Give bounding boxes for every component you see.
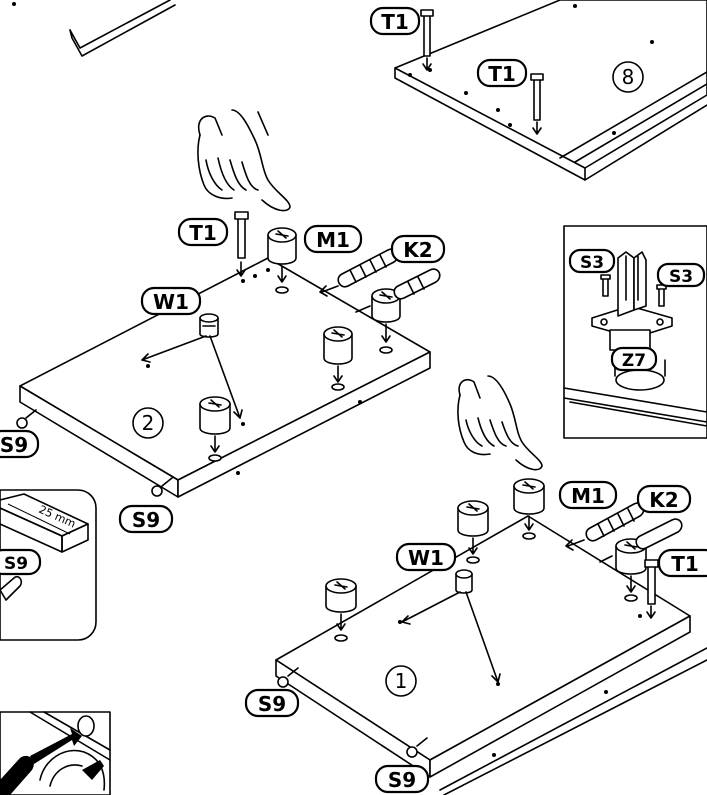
label-text: S9 xyxy=(4,554,28,574)
label-text: T1 xyxy=(671,552,699,576)
cam-lock-m1-icon xyxy=(325,578,357,642)
label-s9-step1-left: S9 xyxy=(244,688,300,718)
label-t1-step8: T1 xyxy=(369,6,421,36)
label-m1-step2: M1 xyxy=(303,224,363,254)
step-8-panel xyxy=(394,0,707,181)
label-w1-step2: W1 xyxy=(140,286,202,316)
label-text: T1 xyxy=(488,62,516,86)
cam-lock-m1-icon xyxy=(615,538,647,602)
label-text: T1 xyxy=(381,10,409,34)
label-t1-step2: T1 xyxy=(177,217,229,247)
connector-w1-icon xyxy=(401,569,501,683)
cam-lock-m1-icon xyxy=(267,227,297,294)
top-left-panel-corner xyxy=(12,0,176,57)
label-text: T1 xyxy=(189,221,217,245)
label-t1-step8: T1 xyxy=(476,58,528,88)
screw-t1-icon xyxy=(530,73,544,135)
cam-lock-m1-icon xyxy=(457,500,489,564)
dowel-k2-icon xyxy=(355,268,441,313)
step-number-2: 2 xyxy=(132,407,164,439)
label-text: K2 xyxy=(649,488,678,512)
step-number-text: 2 xyxy=(142,411,155,435)
step-number-text: 8 xyxy=(622,65,635,89)
label-k2-step2: K2 xyxy=(390,234,446,264)
label-t1-step1: T1 xyxy=(657,548,707,578)
hand-icon xyxy=(457,375,543,471)
dowel-k2-icon xyxy=(599,518,683,563)
label-text: W1 xyxy=(408,546,444,570)
label-text: M1 xyxy=(316,228,350,252)
label-s9-inset: S9 xyxy=(0,548,42,576)
label-s9-step2-left: S9 xyxy=(0,429,40,459)
label-s9-step1-bottom: S9 xyxy=(374,764,430,794)
label-s3-left: S3 xyxy=(568,248,616,274)
label-m1-step1: M1 xyxy=(558,480,618,510)
label-w1-step1: W1 xyxy=(395,542,457,572)
label-text: S9 xyxy=(0,433,28,457)
cam-lock-m1-icon xyxy=(371,288,401,354)
cam-lock-m1-icon xyxy=(323,326,353,391)
label-k2-step1: K2 xyxy=(636,484,692,514)
screw-t1-icon xyxy=(420,9,434,71)
step-number-1: 1 xyxy=(385,665,417,697)
label-text: K2 xyxy=(403,238,432,262)
label-text: S9 xyxy=(388,768,416,792)
bottom-left-inset xyxy=(0,711,111,795)
hand-icon xyxy=(197,109,291,212)
label-text: S9 xyxy=(132,508,160,532)
step-number-text: 1 xyxy=(395,669,408,693)
label-text: W1 xyxy=(153,290,189,314)
label-text: S9 xyxy=(258,692,286,716)
cam-lock-m1-icon xyxy=(513,478,545,540)
label-text: S3 xyxy=(580,253,604,273)
label-s9-step2-bottom: S9 xyxy=(118,504,174,534)
step-number-8: 8 xyxy=(612,61,644,93)
label-text: Z7 xyxy=(622,351,646,371)
screw-t1-icon xyxy=(234,211,249,277)
connector-w1-icon xyxy=(141,313,243,419)
label-z7: Z7 xyxy=(610,346,658,372)
label-s3-right: S3 xyxy=(656,262,706,288)
label-text: S3 xyxy=(669,267,693,287)
label-text: M1 xyxy=(571,484,605,508)
cam-lock-m1-icon xyxy=(199,396,231,462)
step-2-panel xyxy=(16,257,431,498)
dimension-inset xyxy=(0,489,97,641)
